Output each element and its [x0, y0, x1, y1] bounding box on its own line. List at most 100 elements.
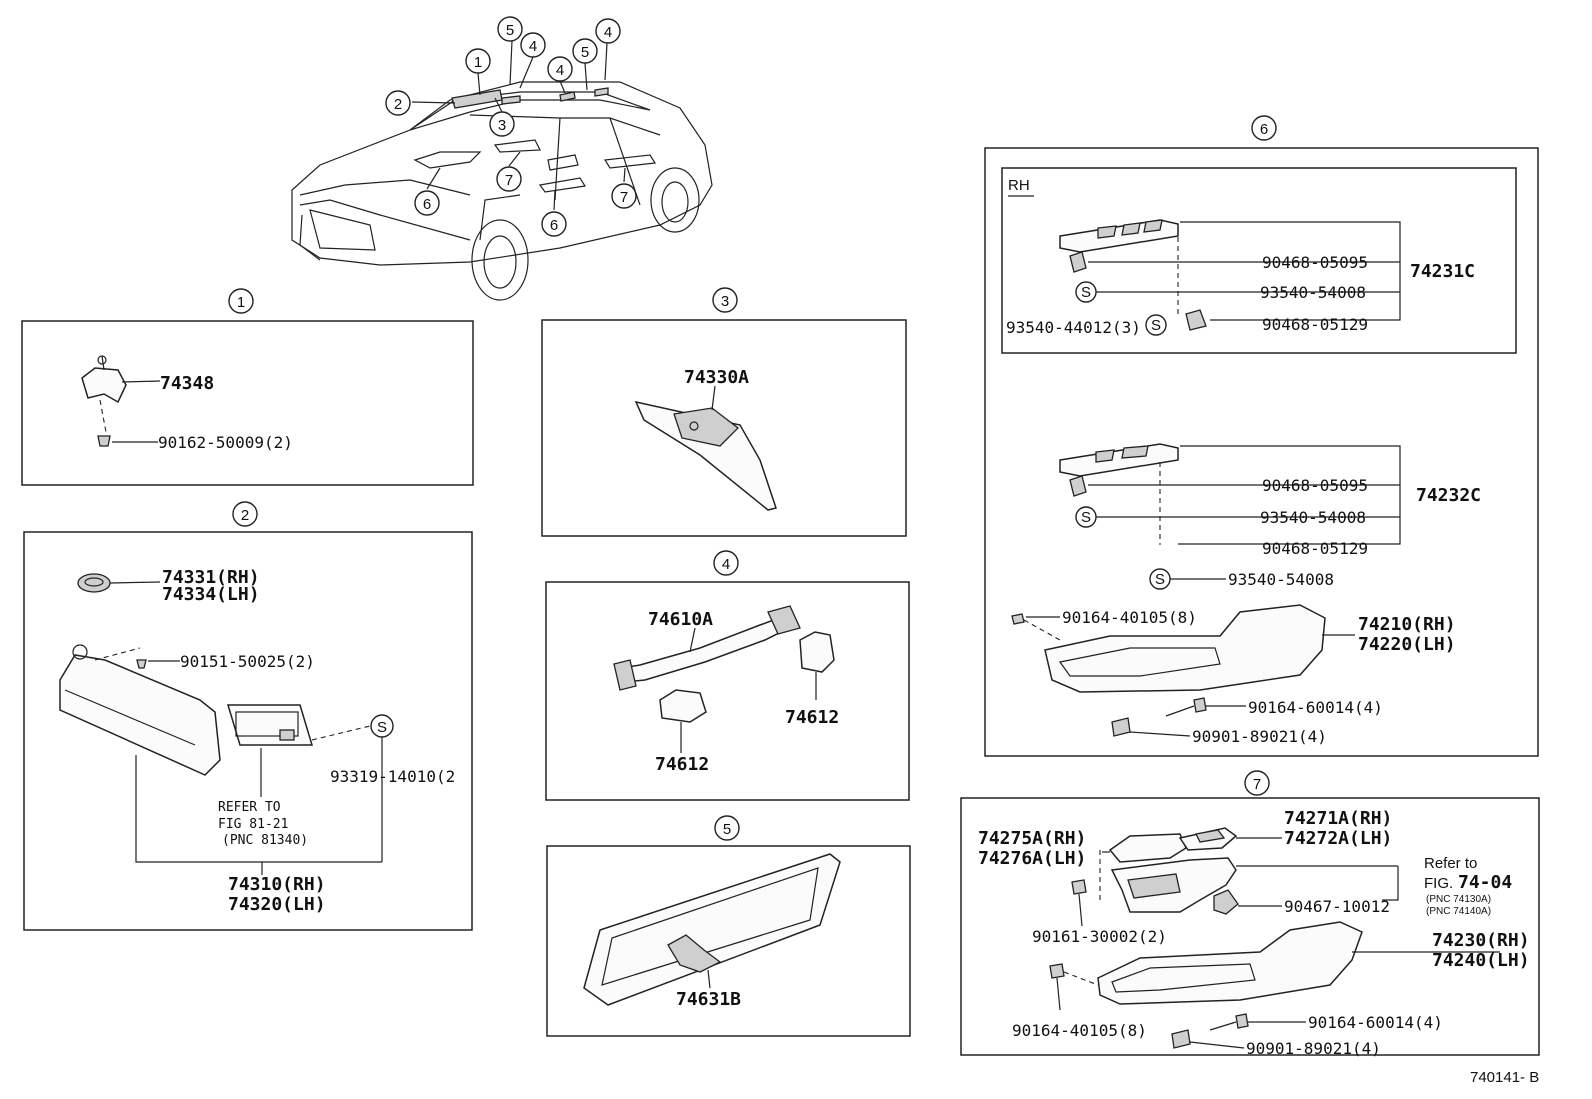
part-74334: 74334(LH)	[162, 584, 260, 605]
seal-symbol-6d: S	[1155, 571, 1165, 588]
part-90467-10012: 90467-10012	[1284, 897, 1390, 916]
section-number-3: 3	[721, 293, 729, 310]
diagram-id: 740141- B	[1470, 1069, 1539, 1086]
part-90164-40105-a: 90164-40105(8)	[1062, 608, 1197, 627]
part-74631B: 74631B	[676, 989, 741, 1010]
refer-7-line-2b: 74-04	[1458, 872, 1512, 893]
part-90468-05095-b: 90468-05095	[1262, 476, 1368, 495]
part-90901-89021-b: 90901-89021(4)	[1246, 1039, 1381, 1058]
refer-line-2: FIG 81-21	[218, 817, 288, 832]
part-74275A: 74275A(RH)	[978, 828, 1086, 849]
switch-bezel-part	[1108, 833, 1187, 863]
part-74272A: 74272A(LH)	[1284, 828, 1392, 849]
part-93540-54008-c: 93540-54008	[1228, 570, 1334, 589]
part-74230: 74230(RH)	[1432, 930, 1530, 951]
part-93540-54008-b: 93540-54008	[1260, 508, 1366, 527]
car-callout-6b: 6	[550, 217, 558, 234]
grip-cover-left-part	[659, 689, 707, 723]
rh-label: RH	[1008, 177, 1030, 194]
assist-grip-bracket-part	[81, 367, 127, 404]
section-number-4: 4	[722, 556, 730, 573]
visor-holder-part	[77, 573, 111, 593]
part-74331: 74331(RH)	[162, 567, 260, 588]
armrest-lh-part	[1097, 921, 1363, 1005]
section-number-7: 7	[1253, 776, 1261, 793]
refer-line-1: REFER TO	[218, 800, 281, 815]
part-90901-89021-a: 90901-89021(4)	[1192, 727, 1327, 746]
section-1: 1 74348 90162-50009(2)	[21, 288, 474, 486]
car-callouts: 1 2 3 4 4 4 5 5 6 6 7 7	[385, 16, 637, 237]
sun-visor-part	[59, 654, 221, 776]
section-number-1: 1	[237, 294, 245, 311]
refer-7-line-3: (PNC 74130A)	[1426, 894, 1491, 905]
clip-part	[1185, 309, 1207, 331]
screw-7a-part	[1071, 879, 1087, 895]
car-callout-5b: 5	[581, 44, 589, 61]
part-74320: 74320(LH)	[228, 894, 326, 915]
part-74271A: 74271A(RH)	[1284, 808, 1392, 829]
bulb-socket-7-part	[1171, 1029, 1191, 1049]
car-callout-7a: 7	[505, 172, 513, 189]
car-callout-7b: 7	[620, 189, 628, 206]
part-74310: 74310(RH)	[228, 874, 326, 895]
part-90162-50009: 90162-50009(2)	[158, 433, 293, 452]
section-2: 2 74331(RH) 74334(LH) 90151-50025(2) S 9…	[23, 501, 473, 931]
car-callout-4c: 4	[604, 24, 612, 41]
visor-screw-part	[136, 659, 147, 669]
part-74220: 74220(LH)	[1358, 634, 1456, 655]
section-7: 7 74271A(RH) 74272A(LH) 74275A(RH) 74276…	[960, 770, 1540, 1058]
visor-holder-frame-part	[583, 853, 841, 1006]
car-overview	[291, 40, 713, 301]
switch-clip-part	[1213, 889, 1239, 915]
section-number-6: 6	[1260, 121, 1268, 138]
section-number-5: 5	[723, 821, 731, 838]
switch-panel-lh-part	[1059, 443, 1179, 477]
part-90468-05095-a: 90468-05095	[1262, 253, 1368, 272]
seal-symbol-6a: S	[1081, 284, 1091, 301]
vanity-mirror-part	[226, 704, 314, 746]
refer-7-line-4: (PNC 74140A)	[1426, 906, 1491, 917]
part-90468-05129-b: 90468-05129	[1262, 539, 1368, 558]
screw-6-part	[1011, 613, 1025, 625]
visor-center-part	[634, 400, 777, 511]
part-74610A: 74610A	[648, 609, 713, 630]
refer-7-line-2a: FIG.	[1424, 875, 1453, 892]
screw-part	[97, 435, 111, 447]
section-5: 5 74631B	[546, 815, 911, 1037]
part-90164-60014-b: 90164-60014(4)	[1308, 1013, 1443, 1032]
refer-line-3: (PNC 81340)	[222, 833, 308, 848]
section-number-2: 2	[241, 507, 249, 524]
part-74231C: 74231C	[1410, 261, 1475, 282]
part-93540-54008-a: 93540-54008	[1260, 283, 1366, 302]
grip-cover-right-part	[799, 631, 835, 673]
part-74348: 74348	[160, 373, 214, 394]
part-90164-60014-a: 90164-60014(4)	[1248, 698, 1383, 717]
seal-symbol-6c: S	[1081, 509, 1091, 526]
seal-symbol-s2: S	[377, 719, 387, 736]
part-74276A: 74276A(LH)	[978, 848, 1086, 869]
part-74240: 74240(LH)	[1432, 950, 1530, 971]
car-callout-5a: 5	[506, 22, 514, 39]
part-93319-14010: 93319-14010(2	[330, 767, 455, 786]
bulb-socket-part	[1111, 717, 1131, 737]
part-90468-05129-a: 90468-05129	[1262, 315, 1368, 334]
section-6: 6 RH 90468-05095 S 93540-54008 90468-051…	[984, 115, 1539, 757]
part-74612-left: 74612	[655, 754, 709, 775]
refer-7-line-1: Refer to	[1424, 855, 1477, 872]
part-74612-right: 74612	[785, 707, 839, 728]
car-callout-4b: 4	[556, 62, 564, 79]
seal-symbol-6b: S	[1151, 317, 1161, 334]
car-callout-6a: 6	[423, 196, 431, 213]
part-93540-44012: 93540-44012(3)	[1006, 318, 1141, 337]
section-3: 3 74330A	[541, 287, 907, 537]
section-4: 4 74610A 74612 74612	[545, 550, 910, 801]
car-callout-3: 3	[498, 117, 506, 134]
part-74232C: 74232C	[1416, 485, 1481, 506]
screw-7b-part	[1049, 963, 1065, 979]
car-callout-2: 2	[394, 96, 402, 113]
part-90151-50025: 90151-50025(2)	[180, 652, 315, 671]
car-callout-1: 1	[474, 54, 482, 71]
part-90161-30002: 90161-30002(2)	[1032, 927, 1167, 946]
visor-holder-5-part	[667, 934, 722, 973]
